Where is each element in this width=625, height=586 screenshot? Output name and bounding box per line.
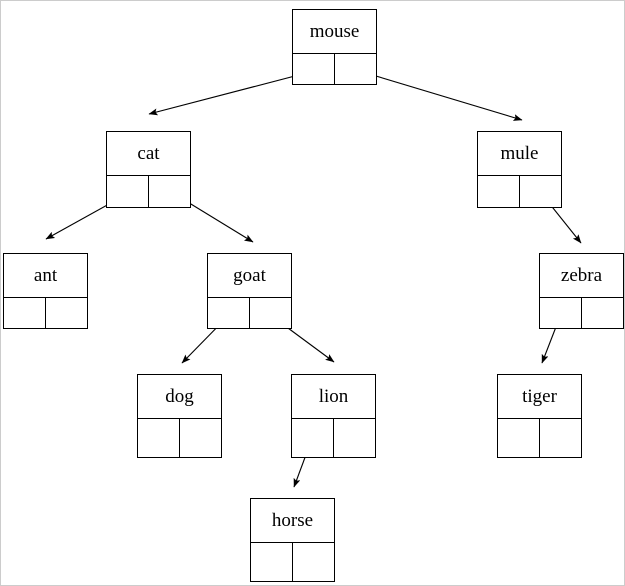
right-pointer-cell[interactable] [519,176,561,207]
tree-node-pointers [498,419,581,457]
right-pointer-cell[interactable] [249,298,291,328]
tree-node-label: goat [208,254,291,298]
left-pointer-cell[interactable] [251,543,293,581]
left-pointer-cell[interactable] [540,298,582,328]
tree-node-pointers [107,176,190,207]
edge-mouse-to-mule [355,69,523,121]
left-pointer-cell[interactable] [293,54,335,84]
tree-node-label: mule [478,132,561,176]
tree-node-lion[interactable]: lion [291,374,376,458]
tree-node-pointers [293,54,376,84]
tree-node-goat[interactable]: goat [207,253,292,329]
tree-node-pointers [540,298,623,328]
tree-node-mule[interactable]: mule [477,131,562,208]
left-pointer-cell[interactable] [478,176,520,207]
left-pointer-cell[interactable] [498,419,540,457]
tree-node-label: tiger [498,375,581,419]
right-pointer-cell[interactable] [292,543,334,581]
right-pointer-cell[interactable] [334,54,376,84]
edge-mouse-to-cat [148,70,315,116]
left-pointer-cell[interactable] [208,298,250,328]
tree-node-zebra[interactable]: zebra [539,253,624,329]
tree-node-label: horse [251,499,334,543]
right-pointer-cell[interactable] [148,176,190,207]
tree-node-pointers [478,176,561,207]
right-pointer-cell[interactable] [539,419,581,457]
tree-node-label: dog [138,375,221,419]
right-pointer-cell[interactable] [581,298,623,328]
right-pointer-cell[interactable] [333,419,375,457]
tree-node-tiger[interactable]: tiger [497,374,582,458]
tree-node-label: mouse [293,10,376,54]
tree-node-pointers [138,419,221,457]
left-pointer-cell[interactable] [138,419,180,457]
right-pointer-cell[interactable] [179,419,221,457]
left-pointer-cell[interactable] [107,176,149,207]
tree-node-ant[interactable]: ant [3,253,88,329]
tree-node-pointers [251,543,334,581]
right-pointer-cell[interactable] [45,298,87,328]
tree-node-pointers [292,419,375,457]
tree-node-cat[interactable]: cat [106,131,191,208]
tree-node-mouse[interactable]: mouse [292,9,377,85]
tree-node-label: ant [4,254,87,298]
tree-node-label: lion [292,375,375,419]
tree-node-label: cat [107,132,190,176]
tree-node-horse[interactable]: horse [250,498,335,582]
left-pointer-cell[interactable] [4,298,46,328]
tree-node-pointers [208,298,291,328]
left-pointer-cell[interactable] [292,419,334,457]
tree-node-label: zebra [540,254,623,298]
tree-node-pointers [4,298,87,328]
tree-node-dog[interactable]: dog [137,374,222,458]
